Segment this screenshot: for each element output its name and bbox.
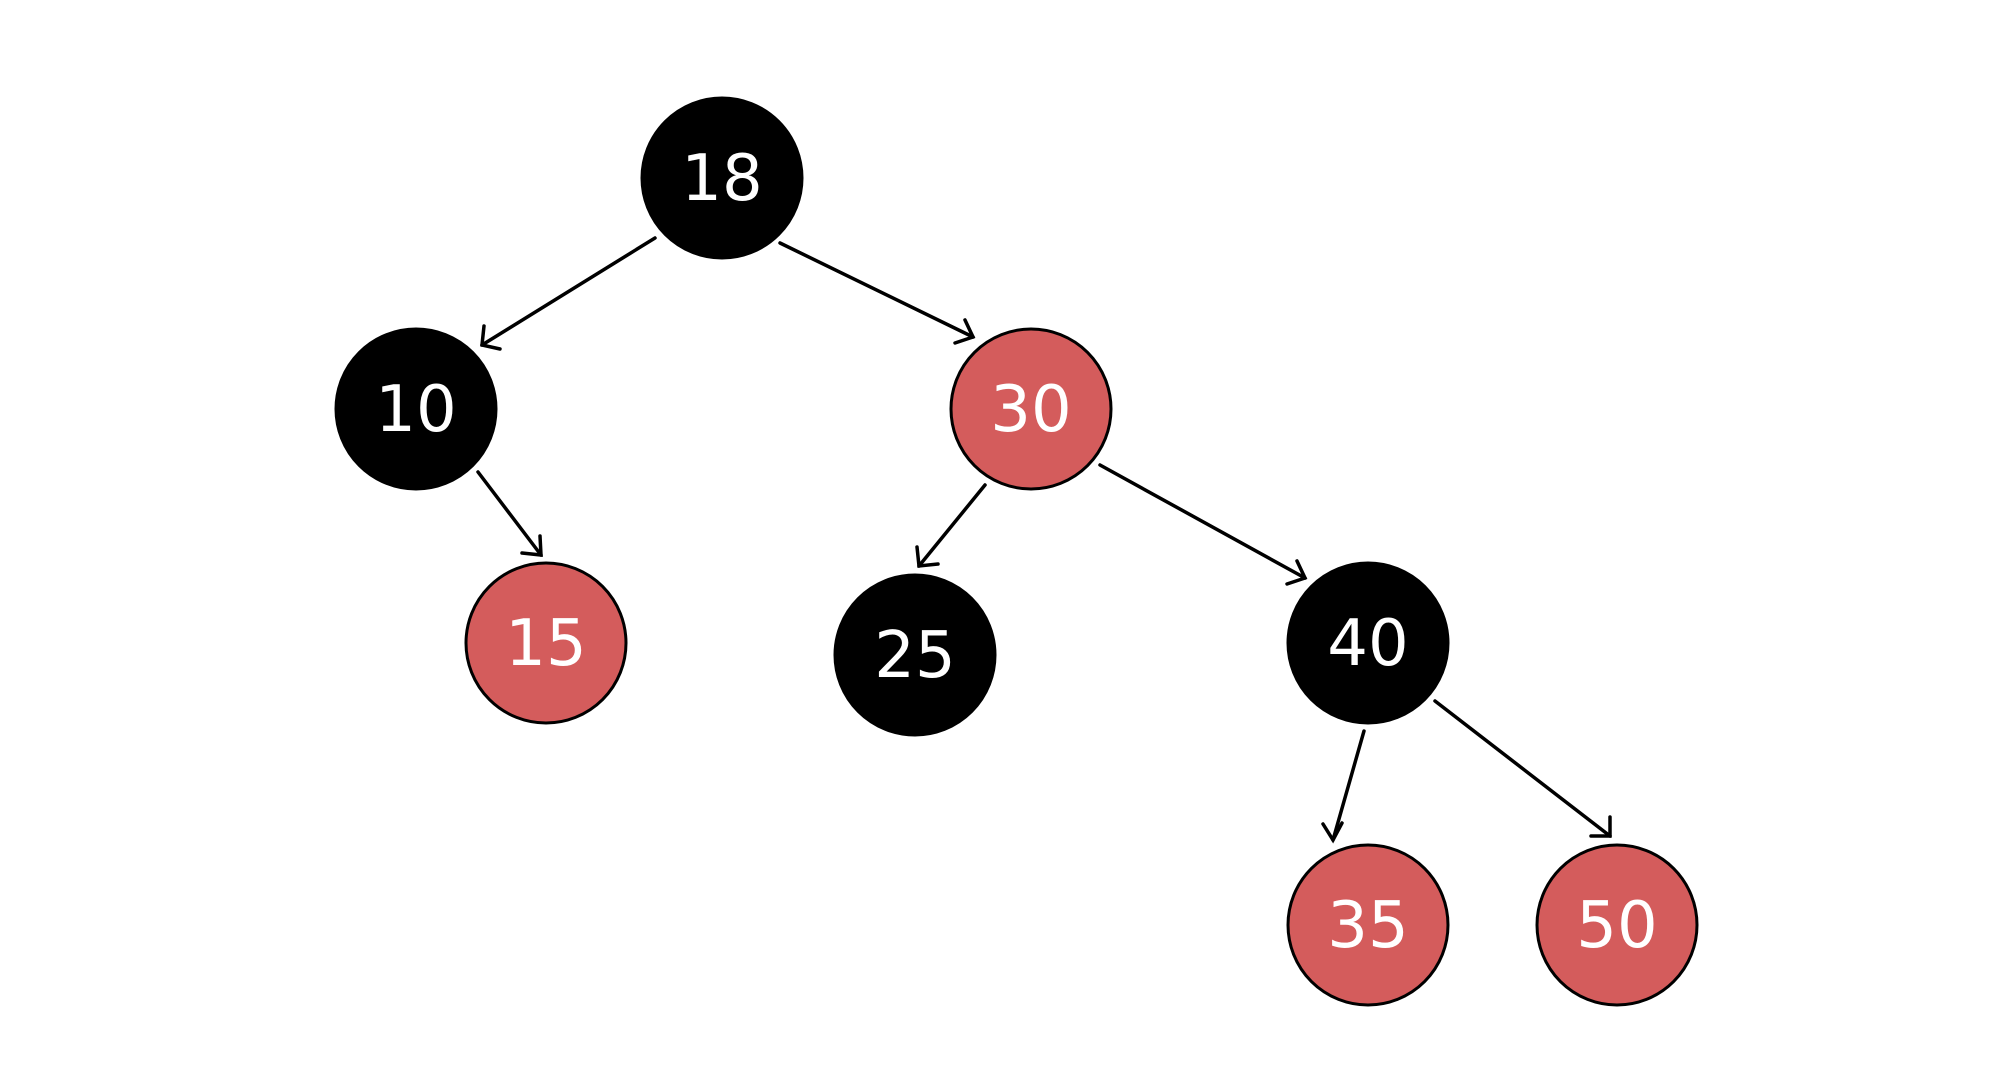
edge-18-10	[480, 236, 657, 351]
node-circle	[640, 96, 804, 260]
node-circle	[1286, 561, 1450, 725]
node-circle	[1535, 843, 1699, 1007]
node-label: 15	[505, 607, 586, 681]
node-circle	[949, 327, 1113, 491]
tree-node-10: 10	[334, 327, 498, 491]
edges	[476, 236, 1612, 844]
node-label: 35	[1327, 889, 1408, 963]
node-circle	[833, 573, 997, 737]
node-label: 40	[1327, 607, 1408, 681]
node-label: 30	[990, 373, 1071, 447]
edge-40-35	[1321, 729, 1366, 844]
edge-30-40	[1098, 463, 1308, 586]
tree-node-15: 15	[464, 561, 628, 725]
node-label: 25	[874, 619, 955, 693]
tree-node-30: 30	[949, 327, 1113, 491]
tree-node-50: 50	[1535, 843, 1699, 1007]
nodes: 18 10 30 15 25 40 35 50	[334, 96, 1699, 1007]
edge-10-15	[476, 470, 543, 557]
tree-node-40: 40	[1286, 561, 1450, 725]
tree-node-35: 35	[1286, 843, 1450, 1007]
node-label: 50	[1576, 889, 1657, 963]
tree-node-18: 18	[640, 96, 804, 260]
node-circle	[1286, 843, 1450, 1007]
tree-node-25: 25	[833, 573, 997, 737]
edge-30-25	[915, 483, 987, 568]
edge-18-30	[778, 241, 976, 345]
node-label: 18	[681, 142, 762, 216]
edge-40-50	[1433, 699, 1612, 838]
node-circle	[334, 327, 498, 491]
node-circle	[464, 561, 628, 725]
node-label: 10	[375, 373, 456, 447]
